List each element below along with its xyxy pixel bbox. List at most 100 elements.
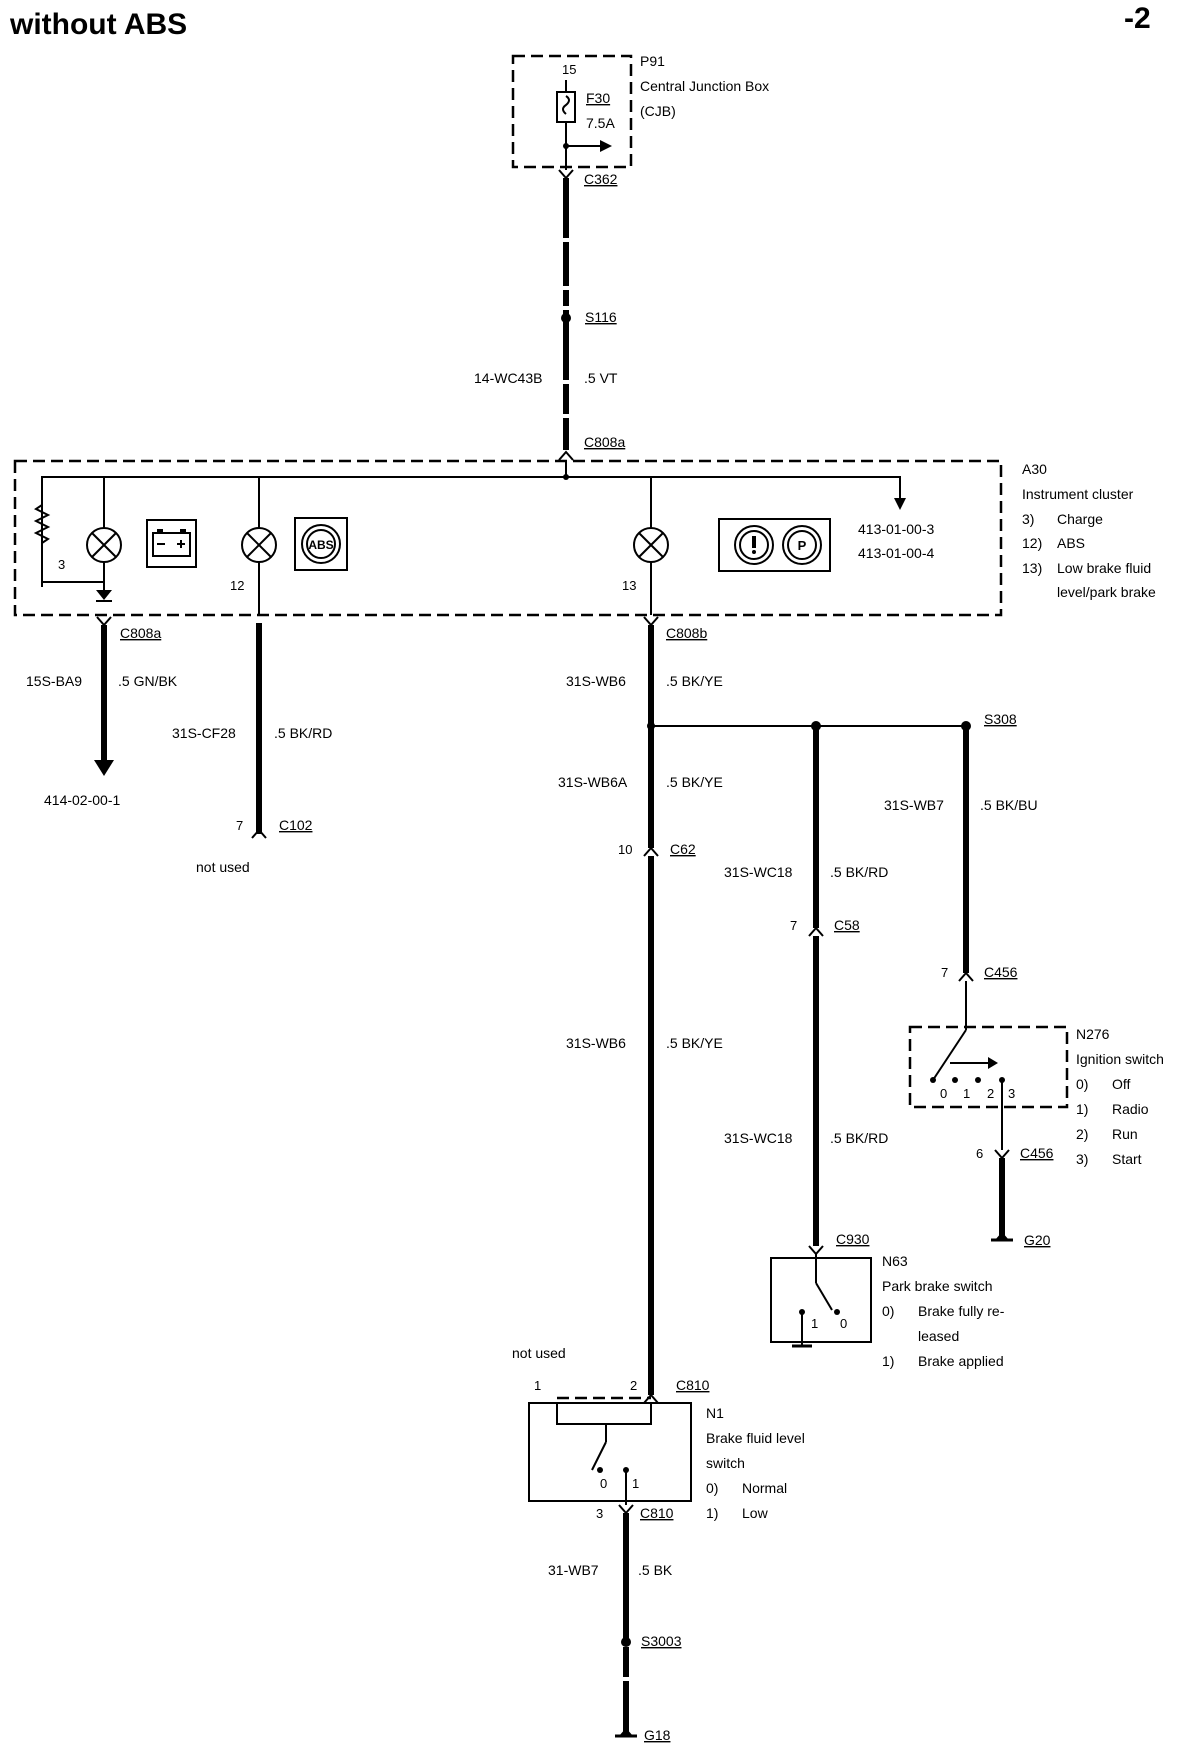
- fuse-id: F30: [586, 90, 610, 106]
- connector-c810-bottom: C810: [640, 1505, 674, 1521]
- cluster-legend-3-num: 13): [1022, 560, 1042, 576]
- cluster-name: Instrument cluster: [1022, 486, 1134, 502]
- ignition-id: N276: [1076, 1026, 1110, 1042]
- n1-pos-1: 1: [632, 1476, 639, 1491]
- fuse-rating: 7.5A: [586, 115, 615, 131]
- connector-c930: C930: [836, 1231, 870, 1247]
- cluster-legend-3-label: Low brake fluid: [1057, 560, 1151, 576]
- wire-31swb6-mid-spec: .5 BK/YE: [666, 1035, 723, 1051]
- ign-legend-2-num: 1): [1076, 1101, 1088, 1117]
- cluster-legend-2-label: ABS: [1057, 535, 1085, 551]
- arrow-icon: [94, 760, 114, 776]
- wire-31swc18-top-circuit: 31S-WC18: [724, 864, 793, 880]
- cluster-ref-1: 413-01-00-3: [858, 521, 934, 537]
- connector-c456-bottom: C456: [1020, 1145, 1054, 1161]
- connector-c102: C102: [279, 817, 313, 833]
- wire-31swc18-top-spec: .5 BK/RD: [830, 864, 888, 880]
- wire-14wc43b-spec: .5 VT: [584, 370, 618, 386]
- wire-31swc18-bottom-circuit: 31S-WC18: [724, 1130, 793, 1146]
- diode-icon: [96, 590, 112, 600]
- splice-s308: S308: [984, 711, 1017, 727]
- connector-c810-top: C810: [676, 1377, 710, 1393]
- pin-13: 13: [622, 578, 636, 593]
- bf-legend-2-num: 1): [706, 1505, 718, 1521]
- connector-c808b: C808b: [666, 625, 707, 641]
- park-brake-icon: [782, 525, 822, 565]
- n1-pin-2: 2: [630, 1378, 637, 1393]
- ignition-switch-box: [908, 1025, 1069, 1109]
- ign-pos-2: 2: [987, 1086, 994, 1101]
- pb-legend-1-label: Brake fully re-: [918, 1303, 1005, 1319]
- cluster-legend-2-num: 12): [1022, 535, 1042, 551]
- connector-c62: C62: [670, 841, 696, 857]
- splice-s116-node: [561, 313, 571, 323]
- pb-legend-3-num: 1): [882, 1353, 894, 1369]
- connector-c58: C58: [834, 917, 860, 933]
- wire-31scf28-circuit: 31S-CF28: [172, 725, 236, 741]
- wire-15sba9-ref: 414-02-00-1: [44, 792, 120, 808]
- n1-pin-3: 3: [596, 1506, 603, 1521]
- wire-31swb6-top-spec: .5 BK/YE: [666, 673, 723, 689]
- n1-pos-0: 0: [600, 1476, 607, 1491]
- ign-legend-1-label: Off: [1112, 1076, 1131, 1092]
- brake-fluid-switch-box: [528, 1402, 692, 1502]
- wire-15sba9-spec: .5 GN/BK: [118, 673, 178, 689]
- ign-legend-2-label: Radio: [1112, 1101, 1149, 1117]
- cjb-abbr: (CJB): [640, 103, 676, 119]
- ign-legend-4-label: Start: [1112, 1151, 1142, 1167]
- brake-fluid-name-2: switch: [706, 1455, 745, 1471]
- connector-c362: C362: [584, 171, 618, 187]
- wire-31swb7-circuit: 31S-WB7: [884, 797, 944, 813]
- pin-3: 3: [58, 557, 65, 572]
- cluster-ref-2: 413-01-00-4: [858, 545, 934, 561]
- park-brake-id: N63: [882, 1253, 908, 1269]
- splice-s3003-node: [621, 1637, 631, 1647]
- pb-legend-2-label: leased: [918, 1328, 959, 1344]
- resistor-icon: [33, 504, 51, 544]
- instrument-cluster-box: [13, 459, 1003, 617]
- ign-pos-3: 3: [1008, 1086, 1015, 1101]
- cjb-name: Central Junction Box: [640, 78, 769, 94]
- n1-pin-1: 1: [534, 1378, 541, 1393]
- arrow-icon: [894, 498, 906, 510]
- ground-g18: G18: [644, 1727, 671, 1743]
- pb-legend-1-num: 0): [882, 1303, 894, 1319]
- c102-pin: 7: [236, 818, 243, 833]
- c62-pin: 10: [618, 842, 632, 857]
- wire-31swb7-spec: .5 BK/BU: [980, 797, 1038, 813]
- ground-g20: G20: [1024, 1232, 1051, 1248]
- brake-fluid-name-1: Brake fluid level: [706, 1430, 805, 1446]
- abs-icon-text: ABS: [308, 538, 333, 552]
- brake-warning-icon: [718, 518, 831, 572]
- arrow-icon: [988, 1057, 998, 1069]
- arrow-icon: [600, 140, 612, 152]
- ign-legend-3-label: Run: [1112, 1126, 1138, 1142]
- wire-31wb7-spec: .5 BK: [638, 1562, 673, 1578]
- park-brake-switch-box: [770, 1257, 872, 1343]
- bf-legend-2-label: Low: [742, 1505, 769, 1521]
- wire-31swc18-bottom-spec: .5 BK/RD: [830, 1130, 888, 1146]
- bf-legend-1-num: 0): [706, 1480, 718, 1496]
- cjb-id: P91: [640, 53, 665, 69]
- wire-31swb6-mid-circuit: 31S-WB6: [566, 1035, 626, 1051]
- connector-c456-top: C456: [984, 964, 1018, 980]
- ign-pos-0: 0: [940, 1086, 947, 1101]
- c456-top-pin: 7: [941, 965, 948, 980]
- splice-s116: S116: [585, 309, 617, 325]
- cjb-pin-15: 15: [562, 62, 576, 77]
- cjb-box: [511, 54, 633, 169]
- bf-legend-1-label: Normal: [742, 1480, 787, 1496]
- wire-31swb6a-spec: .5 BK/YE: [666, 774, 723, 790]
- cluster-legend-1-label: Charge: [1057, 511, 1103, 527]
- connector-c808a-top: C808a: [584, 434, 625, 450]
- wire-14wc43b-circuit: 14-WC43B: [474, 370, 542, 386]
- splice-s3003: S3003: [641, 1633, 682, 1649]
- c58-pin: 7: [790, 918, 797, 933]
- wire-31swb6-top-circuit: 31S-WB6: [566, 673, 626, 689]
- pb-pos-1: 1: [811, 1316, 818, 1331]
- pb-pos-0: 0: [840, 1316, 847, 1331]
- wire-31scf28-spec: .5 BK/RD: [274, 725, 332, 741]
- battery-warning-icon: [146, 519, 197, 568]
- brake-fluid-id: N1: [706, 1405, 724, 1421]
